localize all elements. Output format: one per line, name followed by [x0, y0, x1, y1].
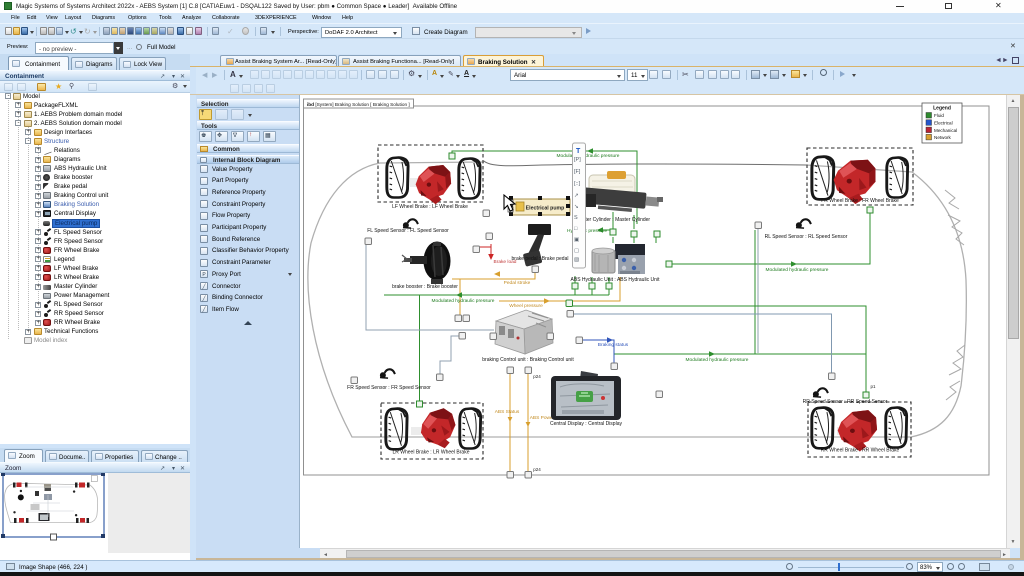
- svg-text:LF Wheel Brake : LF Wheel Brak: LF Wheel Brake : LF Wheel Brake: [392, 204, 468, 210]
- svg-text:Electrical pump: Electrical pump: [526, 206, 565, 212]
- svg-text:ABS Status: ABS Status: [495, 409, 520, 415]
- svg-text:ABS Hydraulic Unit : ABS Hydra: ABS Hydraulic Unit : ABS Hydraulic Unit: [571, 277, 661, 283]
- svg-text:▣: ▣: [574, 237, 580, 243]
- svg-text:Modulated hydraulic pressure: Modulated hydraulic pressure: [766, 267, 829, 273]
- svg-text:FL Speed Sensor : FL Speed Sen: FL Speed Sensor : FL Speed Sensor: [367, 228, 449, 234]
- svg-text:Fluid: Fluid: [934, 113, 944, 118]
- svg-text:Central Display : Central Disp: Central Display : Central Display: [550, 421, 622, 427]
- svg-text:Network: Network: [934, 135, 952, 140]
- svg-text:ibd [System] Braking Solution: ibd [System] Braking Solution [ Braking …: [307, 102, 410, 107]
- svg-text:Modulated hydraulic pressure: Modulated hydraulic pressure: [686, 357, 749, 363]
- svg-text:brake pedal : Brake pedal: brake pedal : Brake pedal: [512, 256, 569, 262]
- svg-text:↗: ↗: [574, 193, 579, 199]
- svg-text:LR Wheel Brake : LR Wheel Brak: LR Wheel Brake : LR Wheel Brake: [393, 450, 470, 456]
- svg-text:brake booster : Brake booster: brake booster : Brake booster: [392, 284, 458, 290]
- svg-text:T: T: [576, 148, 581, 155]
- svg-text:Braking status: Braking status: [598, 342, 629, 348]
- svg-text:[P]: [P]: [574, 157, 581, 163]
- svg-text:Modulated hydraulic pressure: Modulated hydraulic pressure: [557, 153, 620, 159]
- svg-text:p1: p1: [870, 384, 876, 389]
- svg-text:S: S: [574, 215, 578, 221]
- svg-text:p24: p24: [533, 374, 541, 379]
- svg-text:▧: ▧: [574, 257, 580, 263]
- svg-text:[::]: [::]: [574, 181, 581, 187]
- svg-text:Master Cylinder : Master Cylin: Master Cylinder : Master Cylinder: [576, 217, 651, 223]
- svg-text:Brake load: Brake load: [494, 259, 517, 265]
- svg-text:braking Control unit : Braking: braking Control unit : Braking Control u…: [482, 357, 574, 363]
- svg-text:Pedal stroke: Pedal stroke: [504, 280, 531, 286]
- svg-text:□: □: [574, 226, 578, 232]
- svg-text:Wheel pressure: Wheel pressure: [509, 303, 543, 309]
- svg-text:ABS Power: ABS Power: [530, 415, 555, 421]
- svg-text:RR Wheel Brake : RR Wheel Brak: RR Wheel Brake : RR Wheel Brake: [821, 448, 900, 454]
- svg-text:FR Speed Sensor : FR Speed Sen: FR Speed Sensor : FR Speed Sensor: [347, 385, 431, 391]
- svg-text:RL Speed Sensor : RL Speed Sen: RL Speed Sensor : RL Speed Sensor: [765, 234, 848, 240]
- svg-text:Mechanical: Mechanical: [934, 128, 957, 133]
- svg-text:Modulated hydraulic pressure: Modulated hydraulic pressure: [432, 298, 495, 304]
- svg-text:Legend: Legend: [933, 106, 951, 112]
- svg-text:▢: ▢: [574, 248, 580, 254]
- svg-text:Hydraulic pressure: Hydraulic pressure: [567, 228, 607, 234]
- svg-text:Electrical: Electrical: [934, 121, 953, 126]
- svg-text:RR Speed Sensor : RR Speed Sen: RR Speed Sensor : RR Speed Sensor: [803, 399, 888, 405]
- svg-text:[F]: [F]: [574, 169, 581, 175]
- svg-text:p24: p24: [533, 467, 541, 472]
- svg-text:↘: ↘: [574, 204, 579, 210]
- svg-text:FR Wheel Brake : FR Wheel Brak: FR Wheel Brake : FR Wheel Brake: [821, 198, 899, 204]
